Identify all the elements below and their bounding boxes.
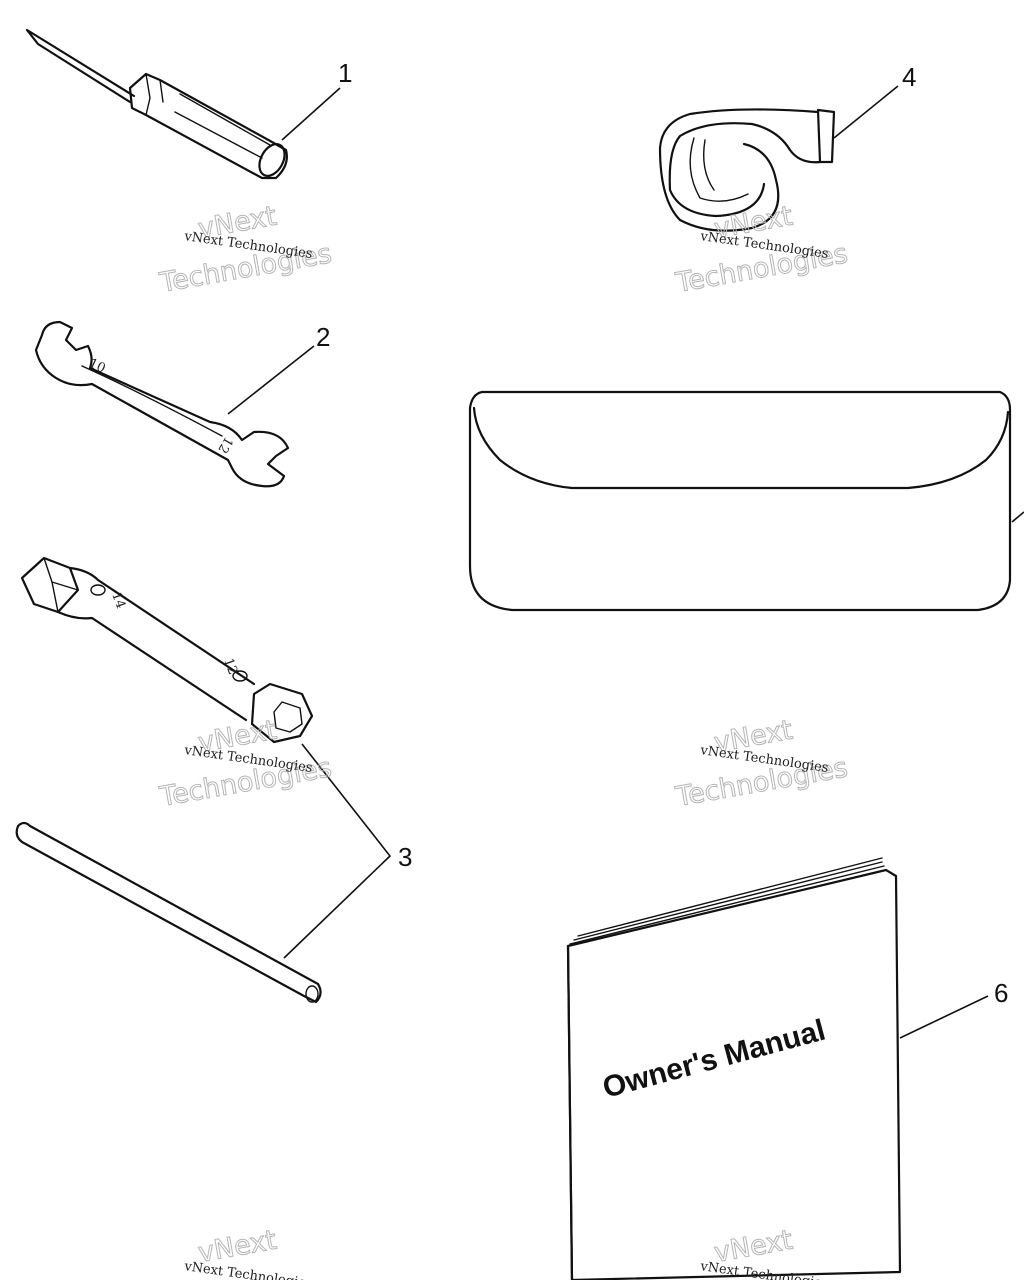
svg-text:2: 2 [316, 322, 330, 352]
owners-manual-part: Owner's Manual [566, 857, 902, 1280]
open-end-wrench-part: 10 12 [34, 320, 290, 488]
watermark-1: vNext Technologies vNext Technologies [156, 200, 334, 299]
svg-text:12: 12 [220, 656, 240, 677]
spark-plug-wrench-part: 14 12 [15, 556, 322, 1004]
strap-part [658, 108, 836, 232]
watermark-4: vNext Technologies vNext Technologies [672, 714, 850, 813]
screwdriver-part [25, 28, 288, 180]
watermark-5: vNext vNext Technologies [182, 1224, 313, 1280]
svg-text:12: 12 [214, 434, 235, 456]
tool-pouch-part [468, 390, 1024, 612]
callout-3: 3 [283, 743, 412, 959]
callout-6: 6 [899, 978, 1008, 1039]
callout-1: 1 [281, 58, 352, 141]
watermark-2: vNext Technologies vNext Technologies [672, 200, 850, 299]
svg-text:vNext Technologies: vNext Technologies [182, 1259, 313, 1280]
svg-text:1: 1 [338, 58, 352, 88]
watermark-3: vNext Technologies vNext Technologies [156, 714, 334, 813]
svg-text:4: 4 [902, 62, 916, 92]
svg-text:14: 14 [108, 590, 128, 611]
svg-text:Owner's Manual: Owner's Manual [599, 1014, 829, 1105]
watermark-6: vNext vNext Technologies [698, 1224, 829, 1280]
svg-text:3: 3 [398, 842, 412, 872]
svg-text:10: 10 [86, 356, 107, 377]
callout-2: 2 [227, 322, 330, 415]
svg-text:6: 6 [994, 978, 1008, 1008]
callout-4: 4 [833, 62, 916, 139]
